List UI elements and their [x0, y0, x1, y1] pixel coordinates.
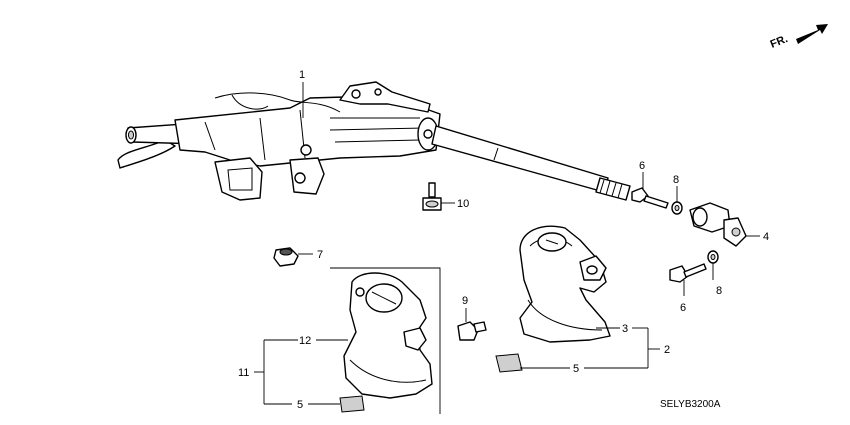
callouts: 1 2 3 4 5 5 6 6 7 8 8 9 10 11 12 — [238, 69, 769, 411]
front-label: FR. — [769, 33, 790, 51]
callout-9: 9 — [462, 295, 468, 307]
group-frame — [330, 267, 441, 414]
universal-joint — [689, 202, 747, 247]
bolt-10 — [422, 182, 442, 211]
callout-6-lower: 6 — [680, 302, 686, 314]
callout-5-right: 5 — [573, 363, 579, 375]
callout-8-lower: 8 — [716, 285, 722, 297]
bolt-lower — [669, 263, 707, 283]
insulator-pads — [339, 353, 523, 413]
nut-7 — [273, 247, 299, 267]
callout-11: 11 — [238, 367, 249, 379]
callout-4: 4 — [763, 231, 769, 243]
steering-column-assembly — [117, 81, 631, 201]
screw-9 — [457, 321, 487, 341]
front-arrow-icon — [796, 24, 828, 44]
column-cover-upper — [519, 225, 611, 343]
washer-upper — [671, 201, 683, 215]
callout-10: 10 — [457, 198, 469, 210]
callout-6-upper: 6 — [639, 160, 645, 172]
callout-5-left: 5 — [297, 399, 303, 411]
callout-12: 12 — [299, 335, 311, 347]
callout-7: 7 — [317, 249, 323, 261]
washer-lower — [707, 250, 719, 264]
pad-right — [495, 353, 523, 373]
callout-1: 1 — [299, 69, 305, 81]
callout-2: 2 — [664, 344, 670, 356]
leader-lines — [254, 82, 760, 405]
callout-8-upper: 8 — [673, 174, 679, 186]
column-cover-lower — [343, 272, 433, 399]
diagram-code: SELYB3200A — [660, 399, 721, 410]
callout-3: 3 — [622, 323, 628, 335]
bolt-upper — [631, 187, 669, 209]
front-direction-indicator: FR. — [769, 24, 828, 51]
pad-left — [339, 395, 365, 413]
